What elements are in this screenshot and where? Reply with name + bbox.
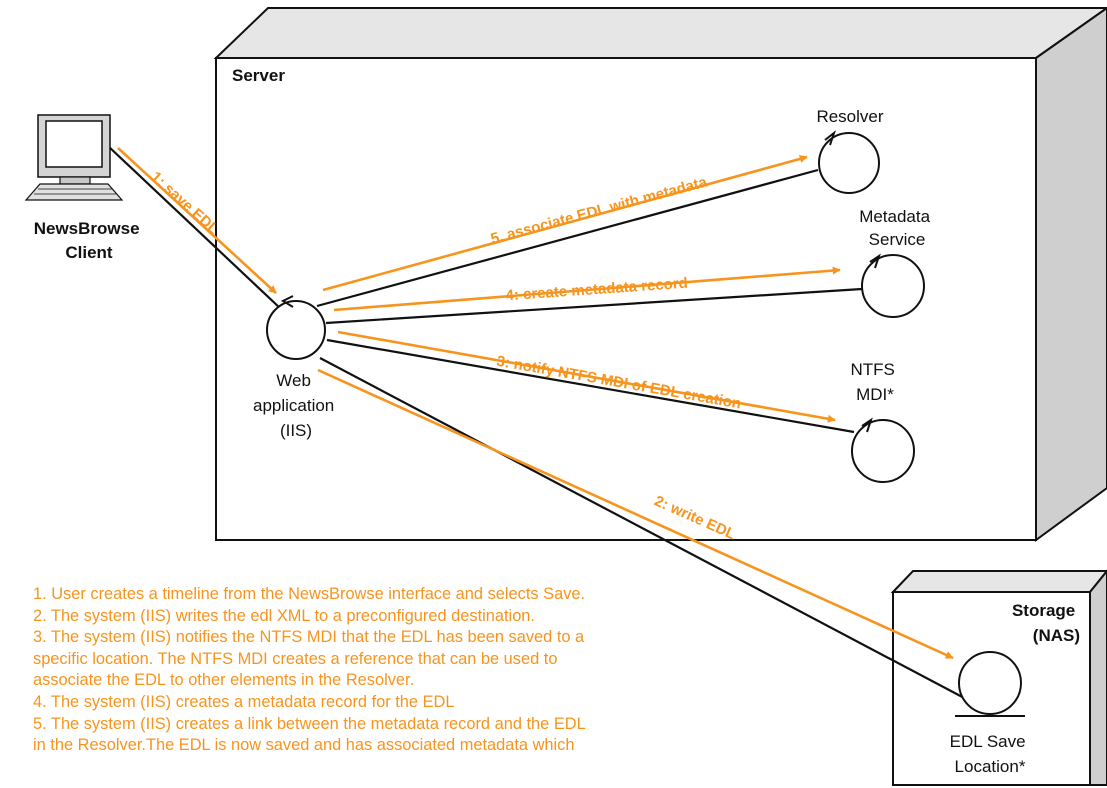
message-1-label: 1: save EDL — [147, 168, 222, 238]
link-webapp-metadata — [325, 287, 863, 325]
resolver-node: Resolver — [816, 107, 884, 194]
desktop-computer-icon — [24, 114, 124, 201]
note-line: associate the EDL to other elements in t… — [33, 671, 415, 690]
ntfs-mdi-node: NTFS MDI* — [850, 360, 915, 483]
arrow-4 — [333, 266, 841, 312]
webapp-node: Web application (IIS) — [253, 295, 339, 440]
metadata-service-node: Metadata Service — [859, 207, 935, 318]
control-circle-icon — [818, 132, 880, 194]
ntfs-mdi-label: NTFS MDI* — [850, 360, 899, 404]
server-label: Server — [232, 66, 285, 85]
storage-box-top — [890, 570, 1107, 593]
arrow-2 — [317, 368, 954, 660]
storage-box-side — [1089, 569, 1107, 786]
connector-lines — [107, 145, 969, 701]
storage-box: Storage (NAS) — [890, 569, 1107, 786]
link-client-webapp — [107, 145, 282, 310]
entity-circle-icon — [958, 651, 1022, 715]
note-line: 2. The system (IIS) writes the edl XML t… — [33, 606, 535, 625]
webapp-label: Web application (IIS) — [253, 371, 339, 440]
edl-save-node: EDL Save Location* — [950, 651, 1031, 776]
edl-save-label: EDL Save Location* — [950, 732, 1031, 776]
link-webapp-edl — [319, 357, 969, 701]
note-line: 5. The system (IIS) creates a link betwe… — [33, 714, 586, 733]
note-line: 3. The system (IIS) notifies the NTFS MD… — [33, 628, 585, 647]
link-webapp-ntfs — [326, 338, 855, 434]
note-line: in the Resolver.The EDL is now saved and… — [33, 736, 575, 755]
note-line: specific location. The NTFS MDI creates … — [33, 649, 558, 668]
process-notes: 1. User creates a timeline from the News… — [33, 584, 793, 757]
resolver-label: Resolver — [816, 107, 883, 126]
storage-label: Storage (NAS) — [1012, 601, 1080, 645]
control-circle-icon — [861, 254, 925, 318]
link-webapp-resolver — [316, 168, 819, 308]
server-box-top — [213, 7, 1107, 59]
arrow-1 — [117, 147, 277, 294]
note-line: 4. The system (IIS) creates a metadata r… — [33, 692, 455, 711]
client-label: NewsBrowse Client — [34, 219, 145, 262]
server-box-side — [1035, 6, 1107, 542]
control-circle-icon — [266, 300, 326, 360]
note-line: 1. User creates a timeline from the News… — [33, 585, 586, 603]
metadata-service-label: Metadata Service — [859, 207, 935, 249]
message-arrows — [117, 147, 954, 660]
arrow-5 — [322, 155, 808, 292]
control-circle-icon — [851, 419, 915, 483]
arrow-3 — [337, 330, 836, 423]
server-box: Server — [213, 6, 1107, 542]
